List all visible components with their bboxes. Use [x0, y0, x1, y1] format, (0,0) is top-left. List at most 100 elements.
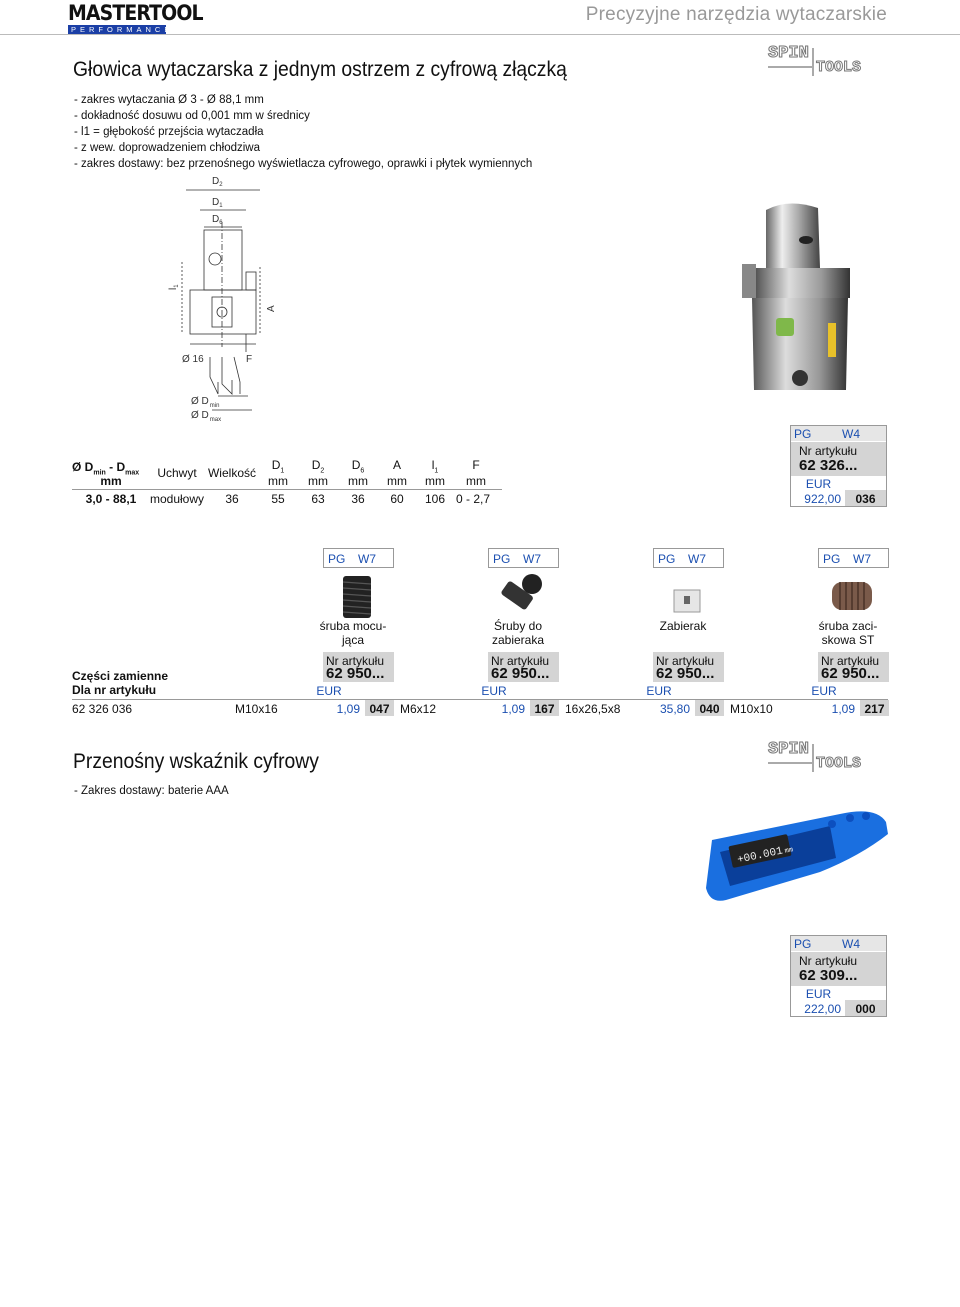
pg-label: PG — [328, 552, 346, 566]
article-suffix: 217 — [864, 702, 885, 716]
spec-table: Ø Dmin - Dmax mm Uchwyt Wielkość D1 D2 D… — [72, 452, 502, 508]
driver-block-photo — [673, 589, 701, 613]
price: 1,09 — [501, 702, 525, 716]
part-size: M6x12 — [400, 702, 437, 716]
dim-dmax: Ø Dmax — [191, 410, 221, 423]
eur-label: EUR — [481, 684, 507, 698]
spares-label: Części zamienne — [72, 669, 169, 683]
spin-tools-logo: SPIN TOOLS — [768, 44, 862, 78]
hdr-f: F — [472, 458, 480, 472]
hdr-a: A — [392, 458, 401, 472]
dim-f: F — [246, 354, 252, 365]
spare-pg-box: PG W7 — [488, 548, 559, 568]
cell-wielkosc: 36 — [225, 492, 239, 506]
article-number: 62 950... — [491, 665, 550, 682]
part-name: śruba zaci- — [818, 619, 878, 633]
price: 922,00 — [804, 492, 841, 506]
order-box-indicator: PG W4 Nr artykułu 62 309... EUR 222,00 0… — [790, 935, 887, 1017]
article-number: 62 950... — [326, 665, 385, 682]
hdr-dmin-dmax: Ø Dmin - Dmax — [72, 460, 140, 477]
hdr-d1: D1 — [271, 458, 285, 475]
cell-l1: 106 — [424, 492, 446, 506]
cell-f: 0 - 2,7 — [456, 492, 491, 506]
nr-label: Nr artykułu — [799, 954, 858, 968]
bullet: Zakres dostawy: baterie AAA — [74, 783, 229, 799]
bullet: z wew. doprowadzeniem chłodziwa — [74, 140, 532, 156]
article-number: 62 950... — [656, 665, 715, 682]
mastertool-logo: MASTERTOOL PERFORMANCE — [68, 1, 204, 36]
part-name: Śruby do — [493, 619, 543, 633]
spares-for-label: Dla nr artykułu — [72, 683, 157, 697]
part-name-2: jąca — [341, 633, 364, 647]
nr-label: Nr artykułu — [326, 654, 385, 668]
brand-name: MASTERTOOL — [68, 1, 204, 25]
bullet: zakres wytaczania Ø 3 - Ø 88,1 mm — [74, 92, 532, 108]
cell-d6: 36 — [351, 492, 365, 506]
eur-label: EUR — [316, 684, 342, 698]
article-suffix: 047 — [369, 702, 390, 716]
cell-a: 60 — [390, 492, 404, 506]
unit: mm — [466, 474, 486, 488]
digital-indicator-photo: +00.001mm — [706, 811, 888, 901]
section2-bullets: Zakres dostawy: baterie AAA — [74, 783, 229, 799]
spare-parts: Części zamienne Dla nr artykułu 62 326 0… — [72, 548, 889, 720]
bullet: l1 = głębokość przejścia wytaczadła — [74, 124, 532, 140]
article-suffix: 036 — [855, 492, 876, 506]
unit: mm — [348, 474, 368, 488]
eur-label: EUR — [646, 684, 672, 698]
pg-label: PG — [794, 937, 812, 951]
nr-label: Nr artykułu — [491, 654, 550, 668]
spare-pg-box: PG W7 — [323, 548, 394, 568]
pg-label: PG — [493, 552, 511, 566]
cell-d2: 63 — [311, 492, 325, 506]
eur-label: EUR — [805, 477, 832, 491]
spin-logo-top: SPIN — [768, 44, 810, 64]
nr-label: Nr artykułu — [799, 444, 858, 458]
price: 1,09 — [831, 702, 855, 716]
eur-label: EUR — [811, 684, 837, 698]
part-size: M10x10 — [730, 702, 773, 716]
part-name-2: skowa ST — [821, 633, 875, 647]
nr-label: Nr artykułu — [656, 654, 715, 668]
dim-d6: D6 — [212, 214, 223, 226]
header-divider — [0, 34, 960, 35]
nr-label: Nr artykułu — [821, 654, 880, 668]
article-suffix: 040 — [699, 702, 720, 716]
section1-title: Głowica wytaczarska z jednym ostrzem z c… — [73, 58, 567, 81]
part-name: Zabierak — [659, 619, 707, 633]
pg-label: PG — [823, 552, 841, 566]
pg-value: W7 — [523, 552, 541, 566]
spin-tools-logo: SPIN TOOLS — [768, 740, 862, 774]
boring-head-photo — [742, 203, 850, 390]
pg-value: W7 — [853, 552, 871, 566]
cell-range: 3,0 - 88,1 — [85, 492, 137, 506]
price: 1,09 — [336, 702, 360, 716]
article-suffix: 000 — [855, 1002, 876, 1016]
part-name-2: zabieraka — [491, 633, 545, 647]
pg-value: W7 — [358, 552, 376, 566]
spin-logo-top: SPIN — [768, 740, 810, 760]
unit: mm — [425, 474, 445, 488]
price: 35,80 — [659, 702, 690, 716]
bullet: zakres dostawy: bez przenośnego wyświetl… — [74, 156, 532, 172]
dim-dmin: Ø Dmin — [191, 396, 219, 409]
article-number: 62 309... — [799, 967, 858, 984]
unit: mm — [387, 474, 407, 488]
part-name: śruba mocu- — [319, 619, 387, 633]
price: 222,00 — [804, 1002, 841, 1016]
part-size: M10x16 — [235, 702, 278, 716]
pg-label: PG — [794, 427, 812, 441]
bullet: dokładność dosuwu od 0,001 mm w średnicy — [74, 108, 532, 124]
eur-label: EUR — [805, 987, 832, 1001]
pg-value: W7 — [688, 552, 706, 566]
dim-d1: D1 — [212, 197, 223, 209]
dim-d2: D2 — [212, 176, 223, 188]
hdr-wielkosc: Wielkość — [207, 466, 256, 480]
spin-logo-bottom: TOOLS — [815, 755, 862, 773]
cell-d1: 55 — [271, 492, 285, 506]
drive-screw-photo — [501, 574, 542, 610]
article-number: 62 950... — [821, 665, 880, 682]
clamping-screw-photo — [342, 576, 372, 618]
spares-for-article: 62 326 036 — [72, 702, 133, 716]
order-box-main: PG W4 Nr artykułu 62 326... EUR 922,00 0… — [790, 425, 887, 507]
